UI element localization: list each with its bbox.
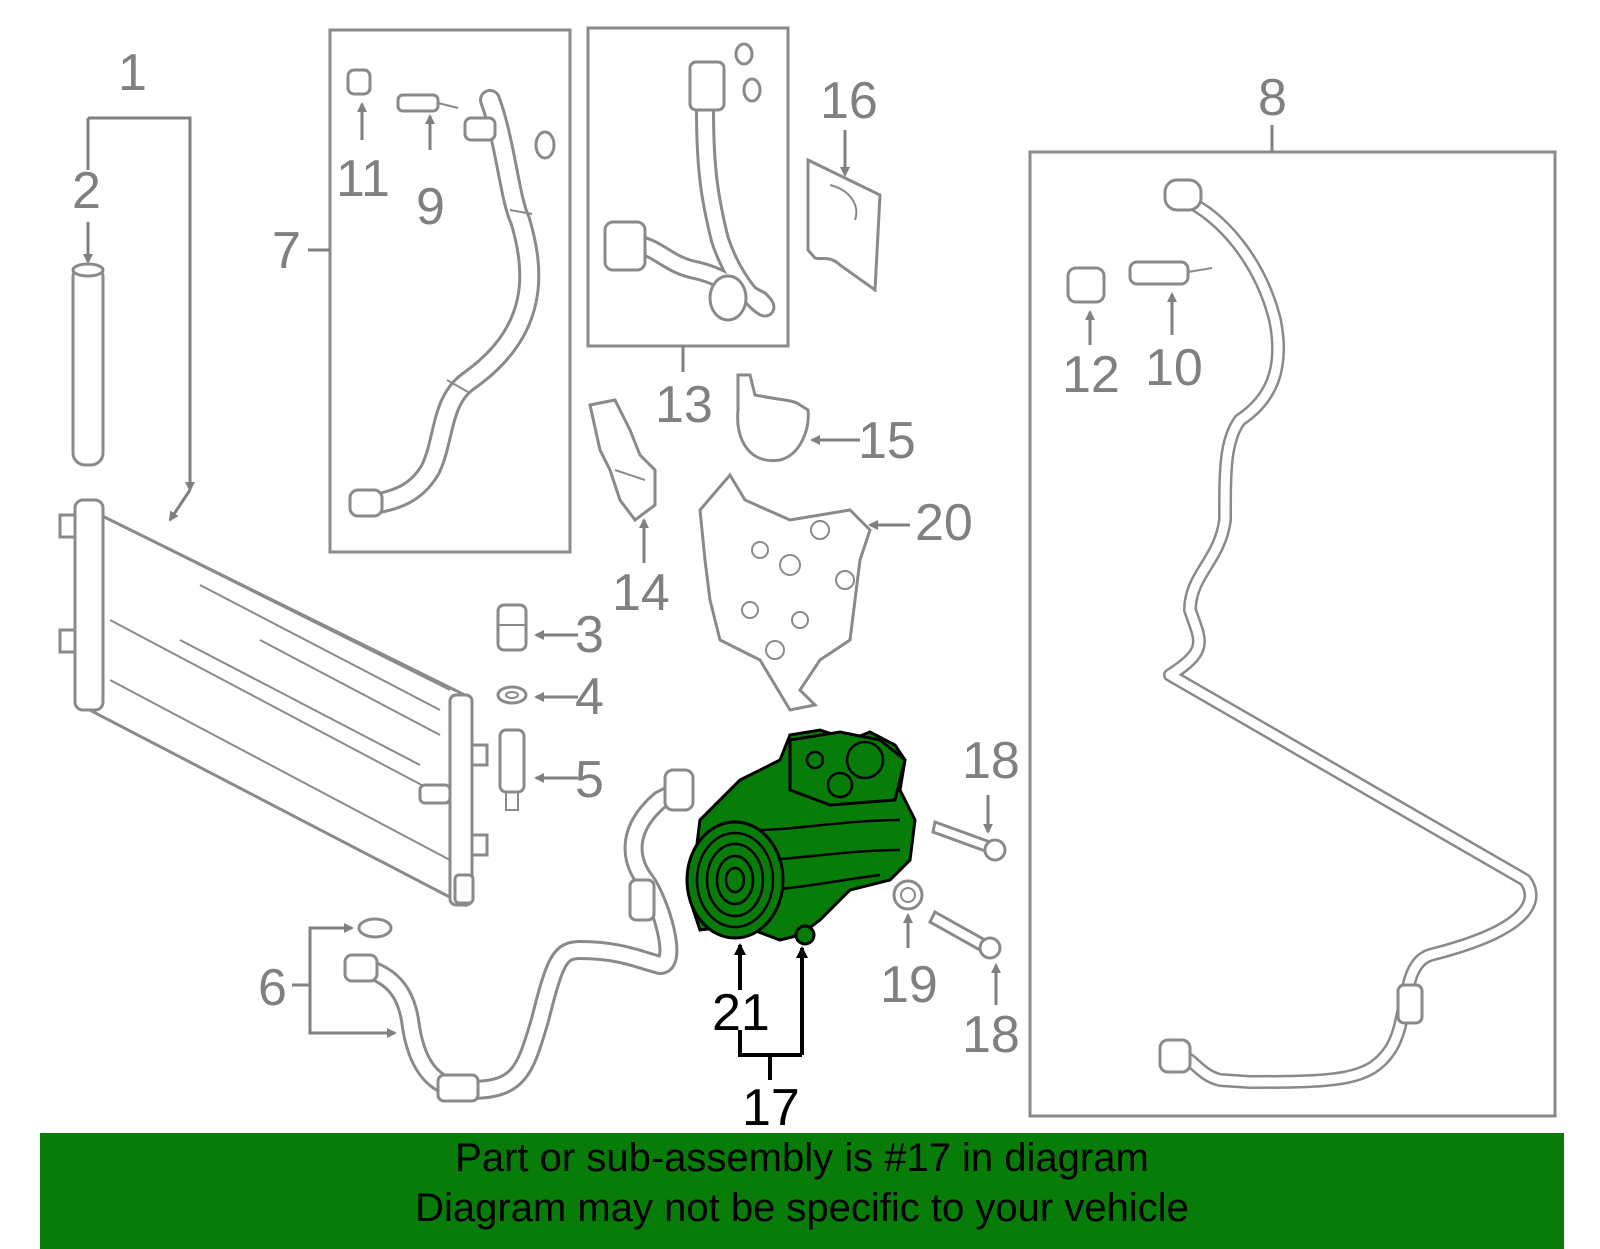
liquid-line-part-8[interactable] — [1158, 178, 1538, 1089]
group-box-8 — [1028, 150, 1557, 1118]
callout-15: 15 — [858, 412, 916, 470]
callout-9: 9 — [416, 178, 445, 236]
clamp-part-15[interactable] — [736, 373, 810, 463]
valve-core-part-10[interactable] — [1128, 260, 1213, 286]
pressure-switch-part-3[interactable] — [496, 603, 528, 652]
compressor-bracket-part-20[interactable] — [698, 472, 872, 712]
leader-6 — [292, 923, 354, 987]
callout-6: 6 — [258, 959, 287, 1017]
callout-5: 5 — [575, 751, 604, 809]
condenser-part-1[interactable] — [58, 498, 489, 908]
callout-18-lower: 18 — [962, 1006, 1020, 1064]
bolt-part-18-upper[interactable] — [931, 819, 1007, 862]
banner-line-1: Part or sub-assembly is #17 in diagram — [455, 1136, 1149, 1180]
valve-part-5[interactable] — [498, 728, 526, 811]
cap-part-11[interactable] — [346, 68, 372, 96]
callout-12: 12 — [1062, 346, 1120, 404]
callout-13: 13 — [655, 376, 713, 434]
leader-1 — [88, 116, 195, 492]
callout-3: 3 — [575, 606, 604, 664]
callout-10: 10 — [1145, 339, 1203, 397]
bushing-part-19[interactable] — [892, 879, 924, 911]
callout-11: 11 — [336, 150, 390, 208]
cap-part-12[interactable] — [1066, 266, 1106, 304]
group-box-7 — [328, 28, 572, 554]
o-ring-part-4[interactable] — [496, 685, 528, 705]
callout-4: 4 — [575, 668, 604, 726]
ac-compressor-part-17[interactable] — [685, 728, 917, 946]
drier-tube-part-2[interactable] — [71, 262, 105, 467]
callout-2: 2 — [72, 162, 101, 220]
callout-18-upper: 18 — [962, 732, 1020, 790]
bolt-part-18-lower[interactable] — [928, 909, 1002, 960]
callout-20: 20 — [915, 494, 973, 552]
callout-1: 1 — [118, 44, 147, 102]
info-banner: Part or sub-assembly is #17 in diagram D… — [40, 1133, 1564, 1249]
valve-core-part-9[interactable] — [396, 93, 459, 113]
liquid-line-part-6[interactable] — [343, 768, 695, 1103]
bracket-part-16[interactable] — [806, 157, 882, 293]
callout-16: 16 — [820, 72, 878, 130]
group-box-13 — [586, 26, 790, 348]
callout-8: 8 — [1258, 69, 1287, 127]
bracket-part-14[interactable] — [588, 398, 657, 523]
callout-21: 21 — [712, 984, 770, 1042]
callout-7: 7 — [272, 222, 301, 280]
discharge-hose-part-13[interactable] — [603, 42, 776, 322]
callout-17: 17 — [742, 1079, 800, 1137]
suction-hose-part-7[interactable] — [348, 89, 556, 518]
callout-14: 14 — [612, 564, 670, 622]
callout-19: 19 — [880, 956, 938, 1014]
banner-line-2: Diagram may not be specific to your vehi… — [415, 1186, 1189, 1230]
